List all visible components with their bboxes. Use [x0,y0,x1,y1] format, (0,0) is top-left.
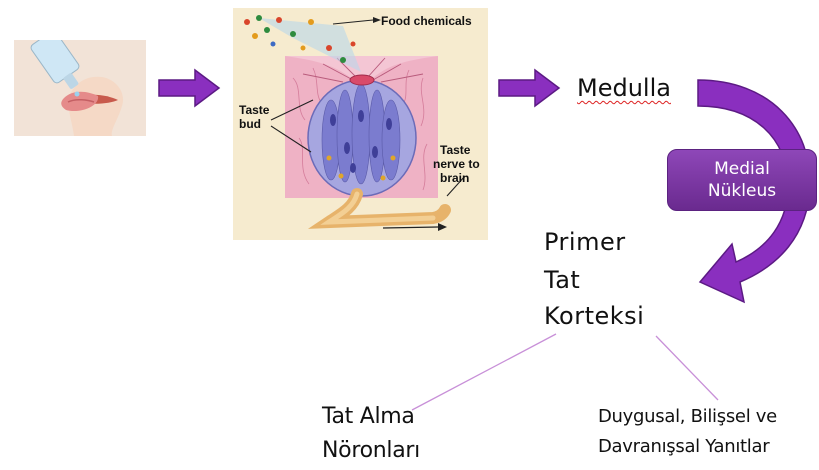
taste-neurons-label: Tat Alma Nöronları [322,400,420,468]
responses-line2: Davranışsal Yanıtlar [598,432,777,462]
taste-neurons-line2: Nöronları [322,434,420,468]
responses-line1: Duygusal, Bilişsel ve [598,402,777,432]
responses-label: Duygusal, Bilişsel ve Davranışsal Yanıtl… [598,402,777,462]
connector-line-right [656,336,718,400]
taste-neurons-line1: Tat Alma [322,400,420,434]
connector-line-left [412,334,556,410]
